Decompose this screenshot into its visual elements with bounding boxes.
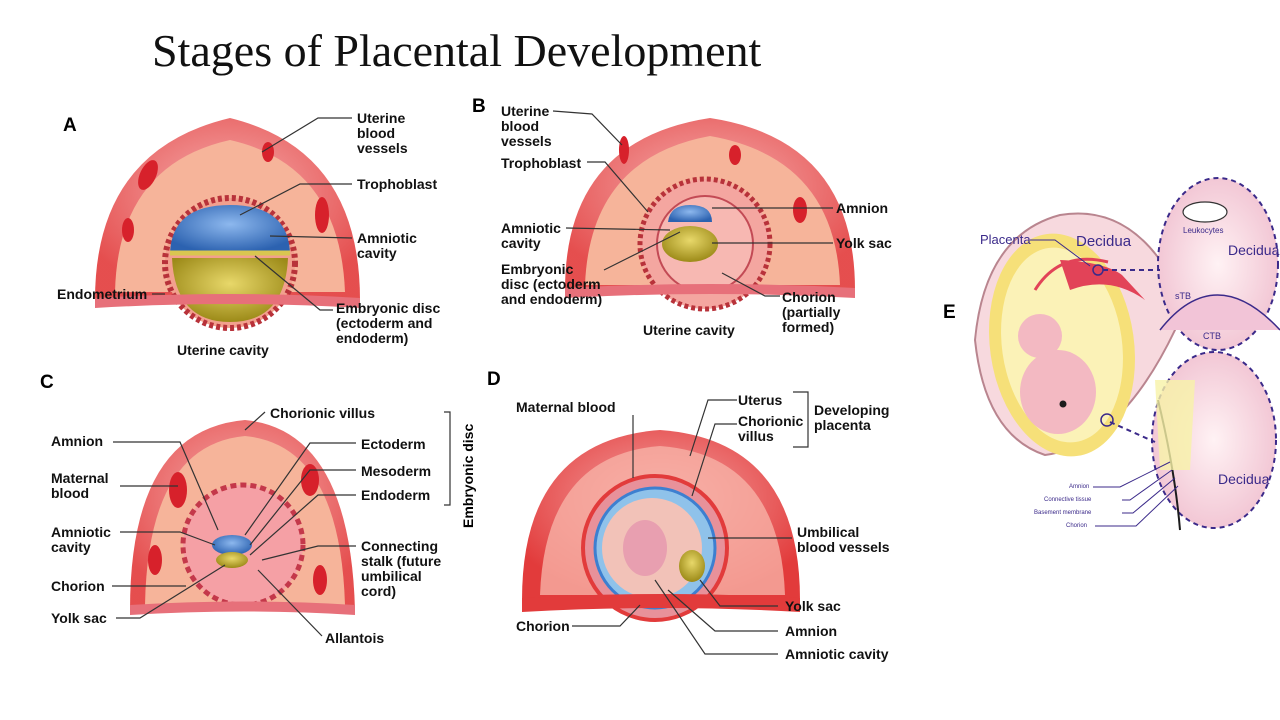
label-e-ctb: CTB <box>1203 331 1221 341</box>
label-e-leukocytes: Leukocytes <box>1183 226 1224 235</box>
label-c-connecting-stalk: Connecting stalk (future umbilical cord) <box>361 538 442 599</box>
label-c-allantois: Allantois <box>325 630 385 646</box>
page-title: Stages of Placental Development <box>152 25 762 76</box>
label-b-embryonic-disc: Embryonic disc (ectoderm and endoderm) <box>501 261 603 307</box>
label-a-amniotic-cavity: Amniotic cavity <box>357 230 417 261</box>
label-e-decidua-top: Decidua <box>1076 233 1132 250</box>
label-e-connective-tissue: Connective tissue <box>1044 497 1092 503</box>
label-c-chorion: Chorion <box>51 578 105 594</box>
label-c-mesoderm: Mesoderm <box>361 463 432 479</box>
label-b-yolk-sac: Yolk sac <box>836 235 892 251</box>
label-d-yolk-sac: Yolk sac <box>785 598 841 614</box>
label-e-stb: sTB <box>1175 291 1192 301</box>
panel-c-illustration <box>112 411 451 637</box>
label-d-chorion: Chorion <box>516 618 570 634</box>
label-a-endometrium: Endometrium <box>57 286 148 302</box>
label-e-decidua-circle: Decidua <box>1228 242 1280 258</box>
panel-letter-b: B <box>472 96 486 117</box>
label-a-embryonic-disc: Embryonic disc (ectoderm and endoderm) <box>336 300 441 346</box>
label-b-amnion: Amnion <box>836 200 889 216</box>
panel-letter-d: D <box>487 369 501 390</box>
panel-letter-e: E <box>943 302 956 323</box>
label-a-uterine-blood-vessels: Uterine blood vessels <box>357 110 408 156</box>
label-b-chorion: Chorion (partially formed) <box>782 289 841 335</box>
label-b-uterine-cavity: Uterine cavity <box>643 322 735 338</box>
label-c-endoderm: Endoderm <box>361 487 431 503</box>
label-c-chorionic-villus: Chorionic villus <box>270 405 376 421</box>
label-c-ectoderm: Ectoderm <box>361 436 426 452</box>
label-c-maternal-blood: Maternal blood <box>51 470 109 501</box>
panel-a-illustration <box>95 117 360 331</box>
label-d-amnion: Amnion <box>785 623 838 639</box>
label-d-chorionic-villus: Chorionic villus <box>738 413 804 444</box>
label-d-maternal-blood: Maternal blood <box>516 399 616 415</box>
panel-d-illustration <box>522 391 809 655</box>
label-c-amnion: Amnion <box>51 433 104 449</box>
label-d-developing-placenta: Developing placenta <box>814 402 890 433</box>
label-e-basement-membrane: Basement membrane <box>1034 510 1092 516</box>
label-e-decidua-lower: Decidua <box>1218 471 1270 487</box>
label-c-amniotic-cavity: Amniotic cavity <box>51 524 111 555</box>
label-b-trophoblast: Trophoblast <box>501 155 582 171</box>
label-b-uterine-blood-vessels: Uterine blood vessels <box>501 103 552 149</box>
panel-letter-a: A <box>63 115 77 136</box>
label-d-uterus: Uterus <box>738 392 783 408</box>
panel-letter-c: C <box>40 372 54 393</box>
label-c-embryonic-disc: Embryonic disc <box>460 423 476 528</box>
label-c-yolk-sac: Yolk sac <box>51 610 107 626</box>
label-d-amniotic-cavity: Amniotic cavity <box>785 646 889 662</box>
label-e-amnion: Amnion <box>1069 484 1090 490</box>
label-a-uterine-cavity: Uterine cavity <box>177 342 269 358</box>
panel-e-illustration <box>973 177 1280 531</box>
label-a-trophoblast: Trophoblast <box>357 176 438 192</box>
label-e-chorion: Chorion <box>1066 523 1088 529</box>
panel-b-illustration <box>552 110 855 312</box>
label-e-placenta: Placenta <box>980 232 1031 247</box>
label-b-amniotic-cavity: Amniotic cavity <box>501 220 561 251</box>
label-d-umbilical-blood-vessels: Umbilical blood vessels <box>797 524 890 555</box>
